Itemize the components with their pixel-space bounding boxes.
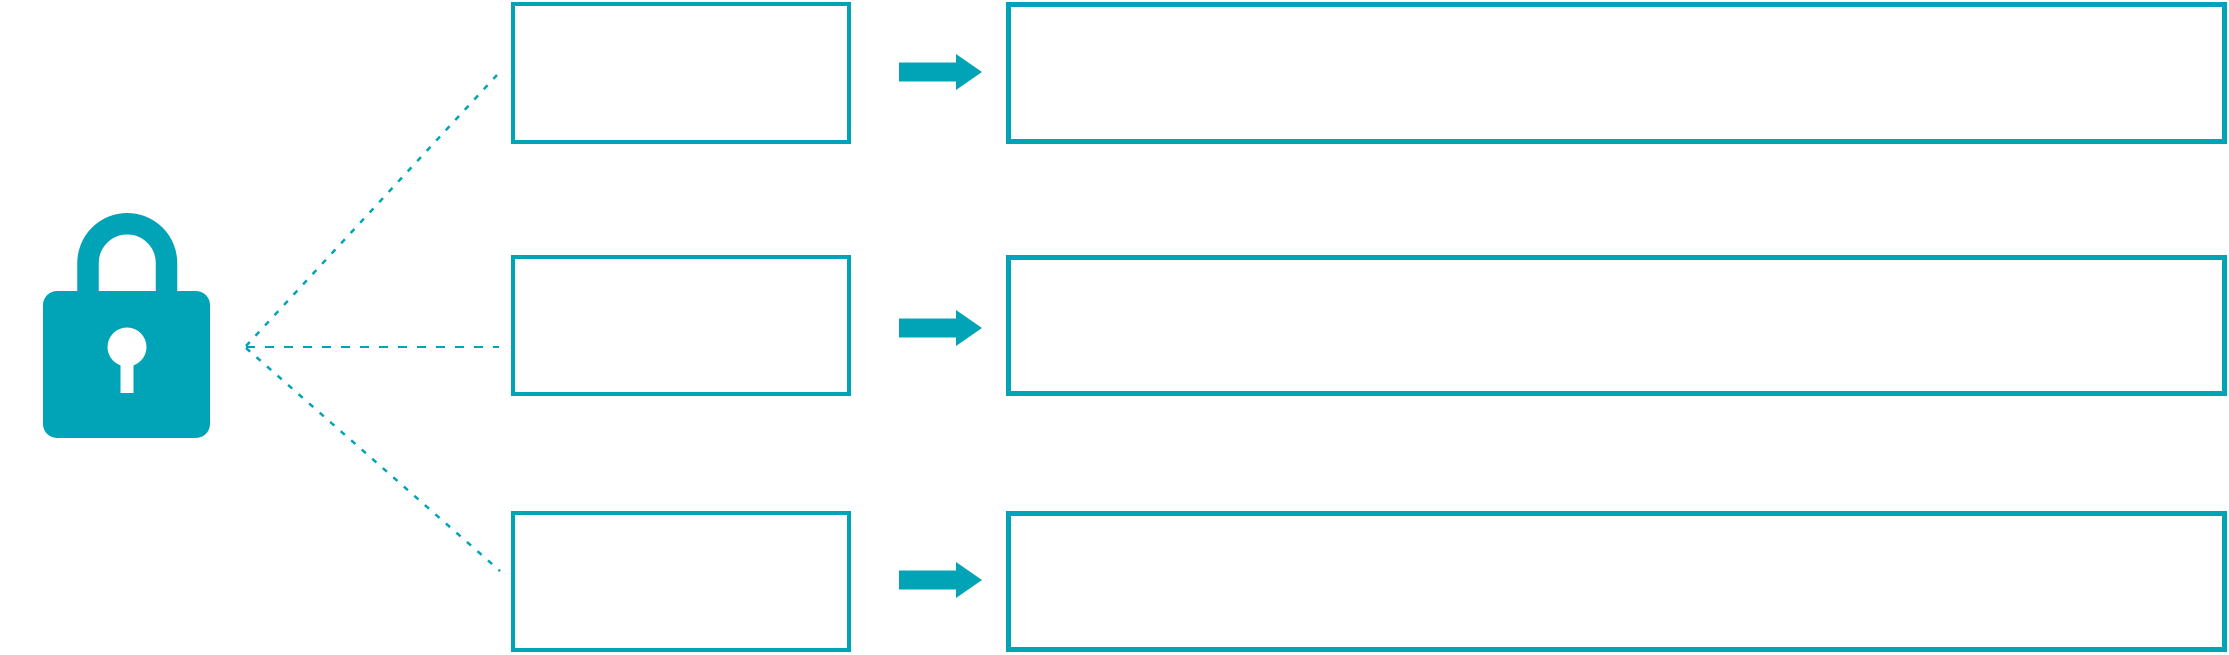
label-box-3 [511,511,851,652]
lock-shackle [77,213,178,303]
connector-line-top [245,74,498,347]
description-box-2 [1006,255,2227,396]
connector-line-bottom [245,347,501,572]
arrow-right-icon [899,562,982,598]
lock-keyhole [107,327,147,367]
label-box-1 [511,2,851,144]
description-box-1 [1006,2,2227,144]
lock-icon [43,213,210,438]
arrow-right-icon [899,310,982,346]
label-box-2 [511,255,851,396]
description-box-3 [1006,511,2227,652]
arrow-right-icon [899,54,982,90]
lock-keyhole-stem [120,358,134,393]
